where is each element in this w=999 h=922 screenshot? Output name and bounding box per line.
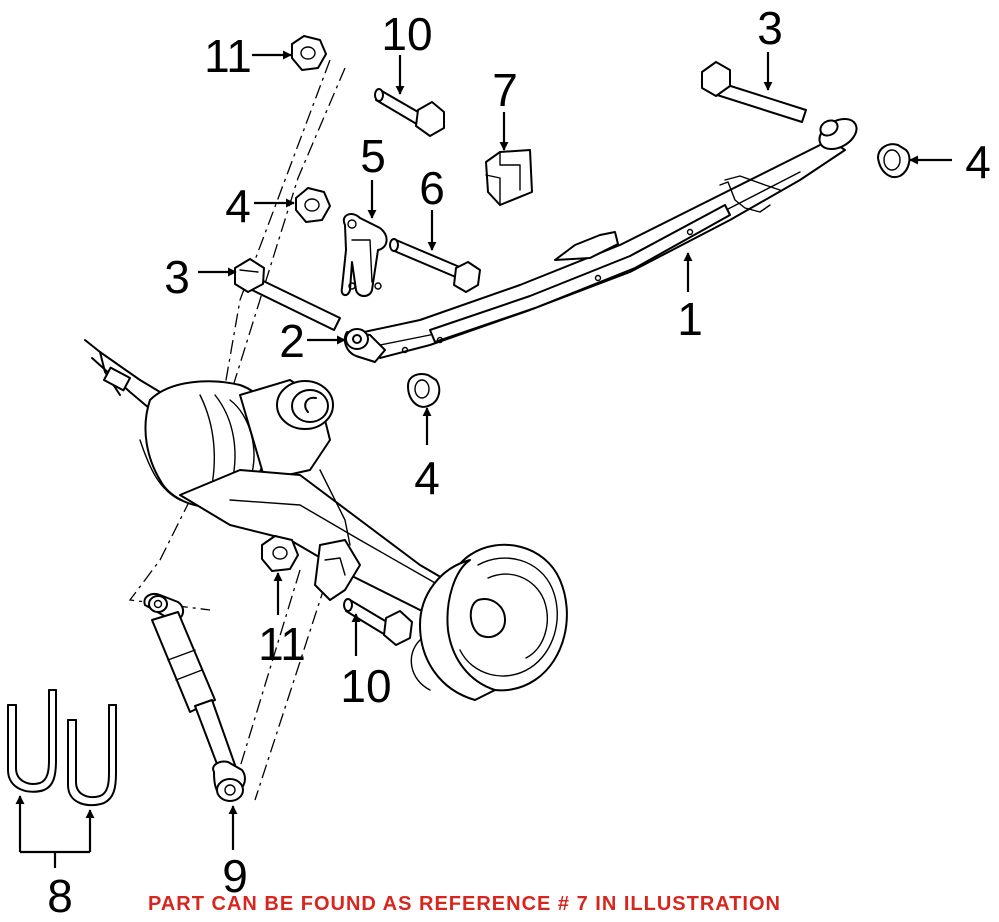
reference-note: PART CAN BE FOUND AS REFERENCE # 7 IN IL… — [148, 893, 781, 915]
callout-labels: 1 2 3 3 4 4 4 5 6 7 8 9 10 10 11 11 — [47, 2, 991, 922]
callout-4-right: 4 — [965, 136, 991, 188]
bolt-6 — [389, 238, 481, 293]
callout-5: 5 — [360, 130, 386, 182]
callout-3-lower: 3 — [164, 251, 190, 303]
bump-stop — [485, 149, 533, 206]
callout-2: 2 — [279, 315, 305, 367]
callout-11-upper: 11 — [204, 30, 252, 82]
nut-4-right — [877, 143, 911, 178]
callout-10-lower: 10 — [340, 660, 391, 712]
shackle — [340, 213, 388, 297]
callout-6: 6 — [419, 162, 445, 214]
bolt-3-lower — [234, 258, 341, 331]
leaf-spring — [343, 117, 858, 363]
nut-4-upper-left — [295, 187, 331, 223]
callout-4-upper-left: 4 — [225, 180, 251, 232]
bolt-10-lower — [343, 598, 413, 646]
callout-11-lower: 11 — [258, 618, 306, 670]
u-bolts — [7, 689, 117, 807]
callout-3-upper: 3 — [757, 2, 783, 54]
bolt-3-upper — [701, 61, 807, 123]
bolt-10-upper — [374, 88, 445, 137]
nut-11-lower — [261, 535, 299, 572]
spring-seat — [314, 539, 361, 601]
shock-absorber — [143, 593, 246, 802]
callout-7: 7 — [492, 64, 518, 116]
callout-1: 1 — [677, 293, 703, 345]
leader-arrows — [15, 50, 952, 868]
brake-drum — [410, 543, 568, 701]
callout-10-upper: 10 — [381, 8, 432, 60]
nut-4-lower — [407, 373, 441, 408]
callout-8: 8 — [47, 870, 73, 922]
callout-4-lower: 4 — [414, 452, 440, 504]
callout-9: 9 — [222, 850, 248, 902]
nut-11-upper — [291, 35, 327, 71]
